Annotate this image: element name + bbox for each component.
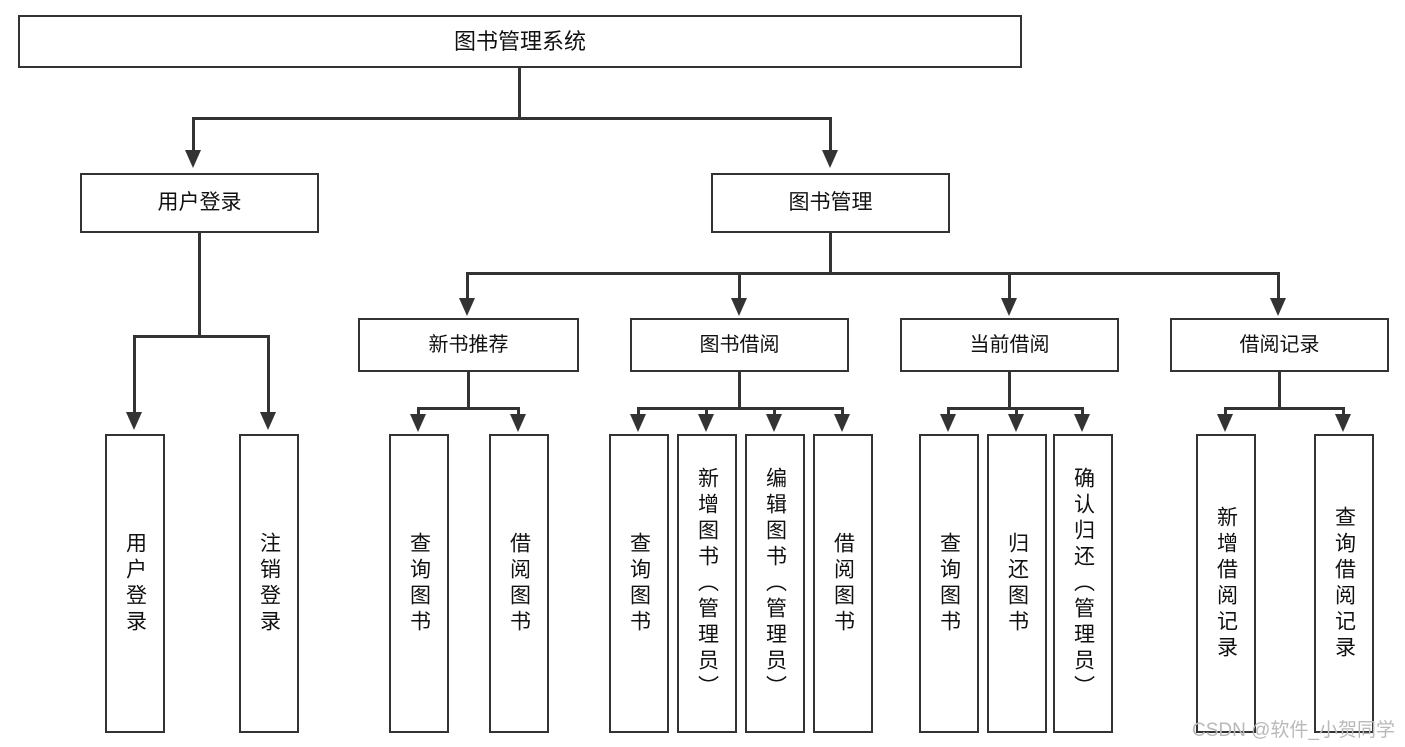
arrowhead-bb-child-2 <box>698 414 714 432</box>
leaf-borrow-add-book[interactable]: 新增图书（管理员） <box>677 434 737 733</box>
arrowhead-cb-child-3 <box>1074 414 1090 432</box>
node-borrow-record[interactable]: 借阅记录 <box>1170 318 1389 372</box>
node-label: 用户登录 <box>157 190 242 214</box>
edge-to-new-book <box>466 272 469 300</box>
edge-current-borrow-stem <box>1008 372 1011 407</box>
node-label: 查询图书 <box>627 531 651 636</box>
edge-user-login-stem <box>198 233 201 335</box>
edge-book-borrow-bar <box>637 407 844 410</box>
arrowhead-new-book <box>459 298 475 316</box>
arrowhead-book-borrow <box>731 298 747 316</box>
node-label: 查询图书 <box>937 531 961 636</box>
edge-cb-child-1 <box>947 407 950 419</box>
edge-to-borrow-record <box>1277 272 1280 300</box>
leaf-record-add[interactable]: 新增借阅记录 <box>1196 434 1256 733</box>
leaf-logout[interactable]: 注销登录 <box>239 434 299 733</box>
edge-cb-child-2 <box>1015 407 1018 419</box>
edge-to-book-manage <box>829 117 832 152</box>
arrowhead-bb-child-1 <box>630 414 646 432</box>
leaf-borrow-query-book[interactable]: 查询图书 <box>609 434 669 733</box>
leaf-borrow-edit-book[interactable]: 编辑图书（管理员） <box>745 434 805 733</box>
node-root-system[interactable]: 图书管理系统 <box>18 15 1022 68</box>
arrowhead-book-manage <box>822 150 838 168</box>
arrowhead-br-child-1 <box>1217 414 1233 432</box>
edge-user-login-child-2 <box>267 335 270 417</box>
edge-book-manage-stem <box>829 233 832 272</box>
arrowhead-borrow-record <box>1270 298 1286 316</box>
node-label: 图书借阅 <box>699 333 780 356</box>
arrowhead-user-login <box>185 150 201 168</box>
edge-user-login-child-1 <box>133 335 136 417</box>
arrowhead-nb-child-2 <box>510 414 526 432</box>
node-label: 新增图书（管理员） <box>695 466 719 701</box>
node-label: 借阅图书 <box>831 531 855 636</box>
node-label: 当前借阅 <box>969 333 1050 356</box>
leaf-current-return-book[interactable]: 归还图书 <box>987 434 1047 733</box>
edge-to-book-borrow <box>738 272 741 300</box>
leaf-new-book-query[interactable]: 查询图书 <box>389 434 449 733</box>
leaf-current-confirm-return[interactable]: 确认归还（管理员） <box>1053 434 1113 733</box>
node-label: 查询图书 <box>407 531 431 636</box>
arrowhead-leaf-user-login <box>126 412 142 430</box>
edge-borrow-record-bar <box>1224 407 1345 410</box>
edge-to-user-login <box>192 117 195 152</box>
edge-bb-child-3 <box>773 407 776 419</box>
node-label: 新书推荐 <box>428 333 509 356</box>
node-label: 借阅记录 <box>1239 333 1320 356</box>
edge-new-book-child-1 <box>417 407 420 419</box>
arrowhead-cb-child-1 <box>940 414 956 432</box>
node-label: 用户登录 <box>123 531 147 636</box>
edge-br-child-2 <box>1342 407 1345 419</box>
node-new-book-recommend[interactable]: 新书推荐 <box>358 318 579 372</box>
node-label: 查询借阅记录 <box>1332 505 1356 662</box>
leaf-user-login[interactable]: 用户登录 <box>105 434 165 733</box>
edge-root-stem <box>518 68 521 117</box>
edge-bb-child-4 <box>841 407 844 419</box>
leaf-current-query-book[interactable]: 查询图书 <box>919 434 979 733</box>
edge-level1-bar <box>192 117 832 120</box>
arrowhead-leaf-logout <box>260 412 276 430</box>
edge-new-book-bar <box>417 407 520 410</box>
node-label: 借阅图书 <box>507 531 531 636</box>
arrowhead-current-borrow <box>1001 298 1017 316</box>
edge-bb-child-1 <box>637 407 640 419</box>
edge-to-current-borrow <box>1008 272 1011 300</box>
edge-new-book-stem <box>467 372 470 407</box>
node-user-login[interactable]: 用户登录 <box>80 173 319 233</box>
edge-new-book-child-2 <box>517 407 520 419</box>
node-label: 归还图书 <box>1005 531 1029 636</box>
edge-borrow-record-stem <box>1278 372 1281 407</box>
leaf-record-query[interactable]: 查询借阅记录 <box>1314 434 1374 733</box>
node-label: 新增借阅记录 <box>1214 505 1238 662</box>
node-book-management[interactable]: 图书管理 <box>711 173 950 233</box>
node-label: 注销登录 <box>257 531 281 636</box>
arrowhead-bb-child-4 <box>834 414 850 432</box>
leaf-borrow-borrow-book[interactable]: 借阅图书 <box>813 434 873 733</box>
node-label: 确认归还（管理员） <box>1071 466 1095 701</box>
arrowhead-cb-child-2 <box>1008 414 1024 432</box>
node-label: 图书管理 <box>788 190 873 214</box>
edge-book-borrow-stem <box>738 372 741 407</box>
edge-level2-bar <box>466 272 1280 275</box>
node-book-borrow[interactable]: 图书借阅 <box>630 318 849 372</box>
edge-br-child-1 <box>1224 407 1227 419</box>
edge-cb-child-3 <box>1081 407 1084 419</box>
edge-user-login-bar <box>133 335 270 338</box>
node-label: 编辑图书（管理员） <box>763 466 787 701</box>
node-label: 图书管理系统 <box>453 28 586 54</box>
edge-bb-child-2 <box>705 407 708 419</box>
node-current-borrow[interactable]: 当前借阅 <box>900 318 1119 372</box>
leaf-new-book-borrow[interactable]: 借阅图书 <box>489 434 549 733</box>
arrowhead-nb-child-1 <box>410 414 426 432</box>
arrowhead-bb-child-3 <box>766 414 782 432</box>
csdn-watermark: CSDN @软件_小贺同学 <box>1192 720 1395 741</box>
arrowhead-br-child-2 <box>1335 414 1351 432</box>
